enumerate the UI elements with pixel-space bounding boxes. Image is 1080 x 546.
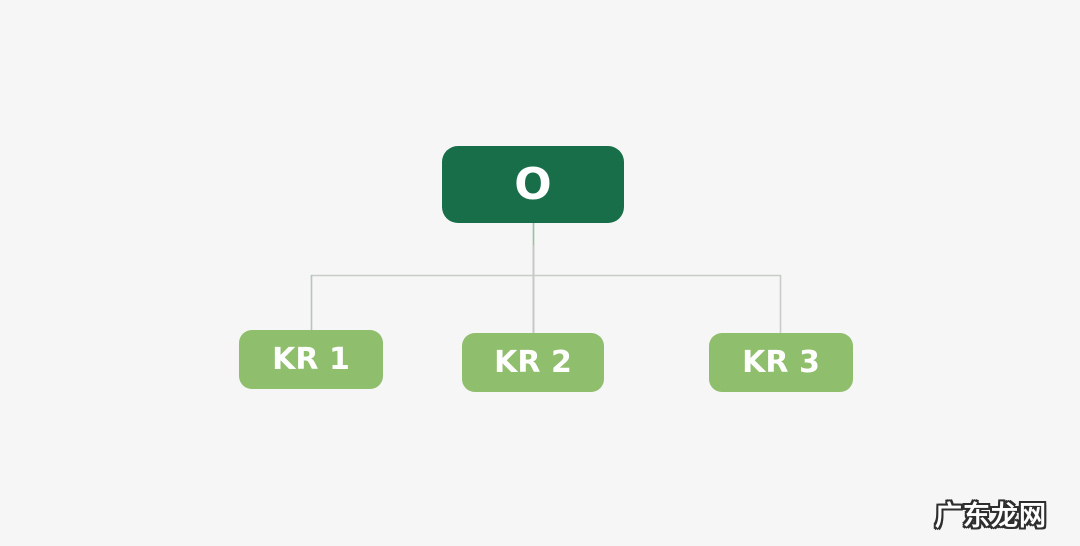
objective-node: O	[442, 146, 624, 223]
key-result-label-2: KR 2	[494, 345, 572, 380]
key-result-node-3: KR 3	[709, 333, 853, 392]
key-result-node-1: KR 1	[239, 330, 383, 389]
key-result-node-2: KR 2	[462, 333, 604, 392]
key-result-label-1: KR 1	[272, 342, 350, 377]
watermark-text: 广东龙网	[935, 501, 1047, 532]
objective-label: O	[514, 159, 552, 210]
key-result-label-3: KR 3	[742, 345, 820, 380]
